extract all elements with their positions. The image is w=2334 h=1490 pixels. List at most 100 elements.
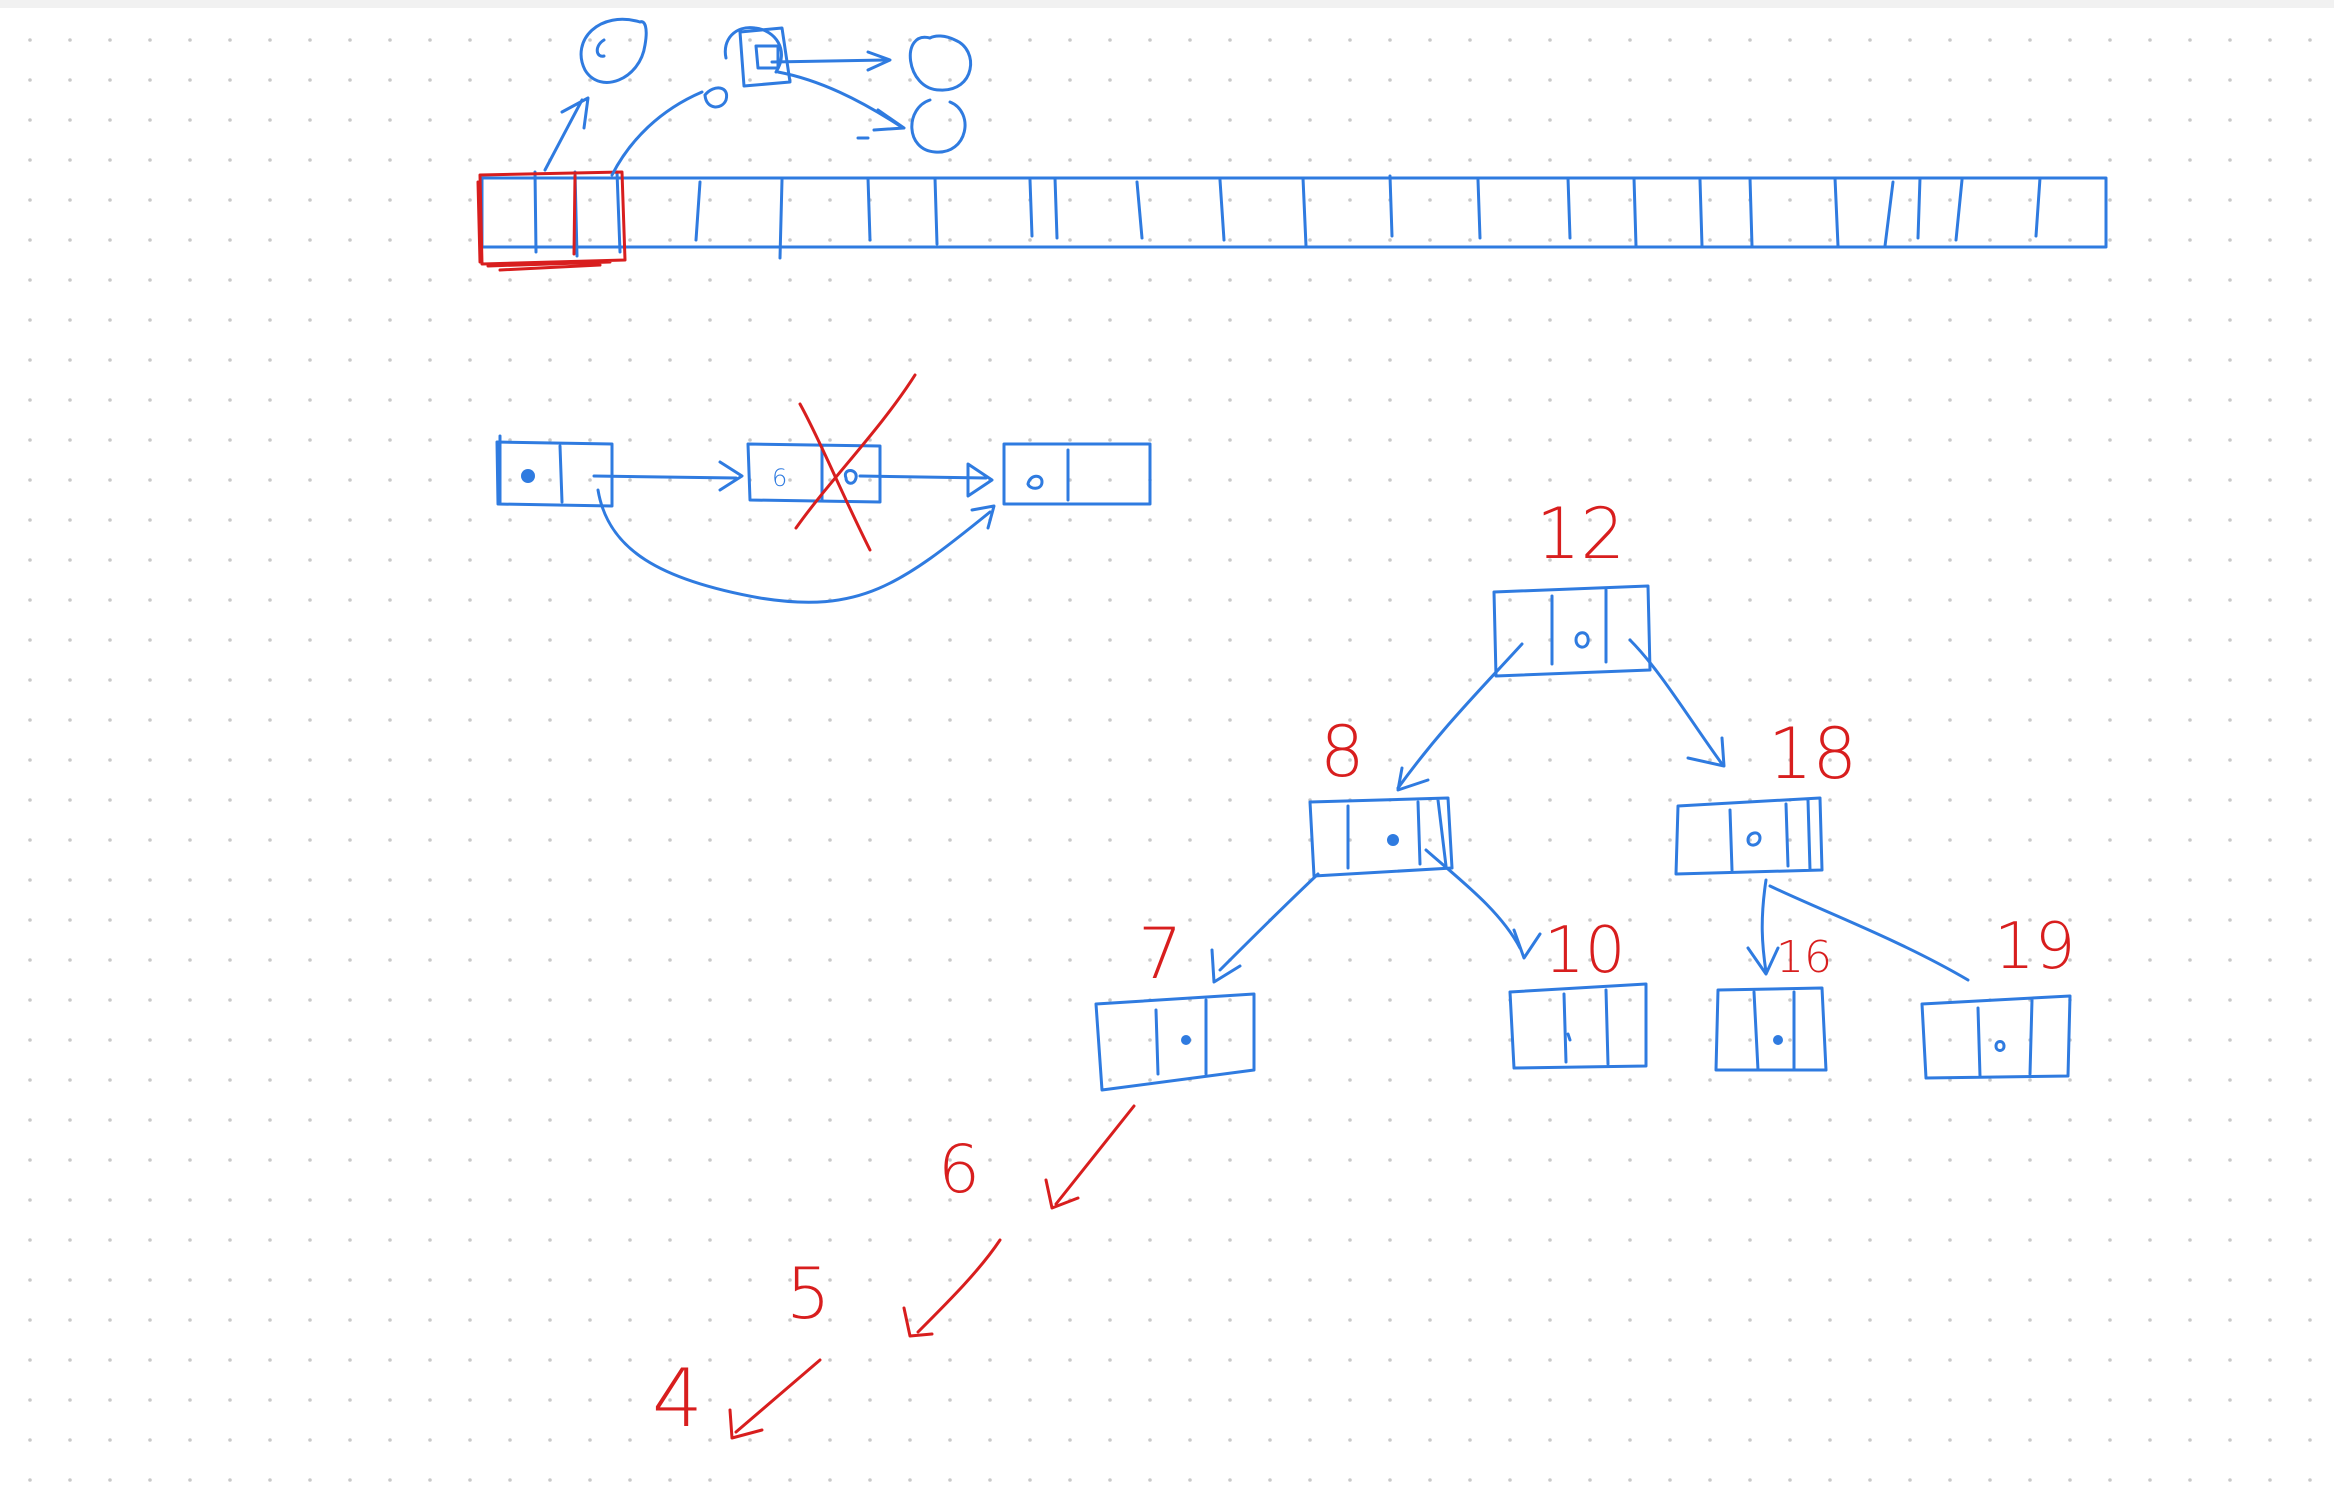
grid-dot <box>2108 1238 2112 1242</box>
grid-dot <box>2228 998 2232 1002</box>
grid-dot <box>1188 838 1192 842</box>
grid-dot <box>1148 278 1152 282</box>
chain-arrow-down <box>776 70 902 128</box>
grid-dot <box>1788 958 1792 962</box>
grid-dot <box>108 1038 112 1042</box>
grid-dot <box>348 558 352 562</box>
grid-dot <box>1948 878 1952 882</box>
grid-dot <box>2268 398 2272 402</box>
grid-dot <box>228 1438 232 1442</box>
grid-dot <box>388 718 392 722</box>
grid-dot <box>588 878 592 882</box>
grid-dot <box>28 478 32 482</box>
grid-dot <box>1868 358 1872 362</box>
grid-dot <box>1588 1358 1592 1362</box>
grid-dot <box>148 1158 152 1162</box>
grid-dot <box>2188 198 2192 202</box>
grid-dot <box>108 1238 112 1242</box>
grid-dot <box>2308 78 2312 82</box>
grid-dot <box>628 1078 632 1082</box>
grid-dot <box>1548 1198 1552 1202</box>
chain-node-right <box>908 34 972 92</box>
grid-dot <box>188 558 192 562</box>
grid-dot <box>748 998 752 1002</box>
grid-dot <box>508 398 512 402</box>
chain-square-node <box>723 26 792 88</box>
grid-dot <box>468 1238 472 1242</box>
grid-dot <box>2148 398 2152 402</box>
grid-dot <box>508 1318 512 1322</box>
grid-dot <box>2148 918 2152 922</box>
grid-dot <box>1388 358 1392 362</box>
grid-dot <box>1508 1318 1512 1322</box>
grid-dot <box>468 758 472 762</box>
grid-dot <box>668 718 672 722</box>
grid-dot <box>748 958 752 962</box>
grid-dot <box>748 518 752 522</box>
grid-dot <box>2108 838 2112 842</box>
grid-dot <box>308 1118 312 1122</box>
grid-dot <box>188 518 192 522</box>
grid-dot <box>2188 558 2192 562</box>
grid-dot <box>2108 878 2112 882</box>
grid-dot <box>468 1118 472 1122</box>
grid-dot <box>1148 878 1152 882</box>
grid-dot <box>1468 158 1472 162</box>
grid-dot <box>1868 1118 1872 1122</box>
grid-dot <box>868 838 872 842</box>
array-dividers <box>533 170 2042 260</box>
grid-dot <box>1548 78 1552 82</box>
grid-dot <box>1828 798 1832 802</box>
grid-dot <box>2268 358 2272 362</box>
grid-dot <box>188 398 192 402</box>
grid-dot <box>468 78 472 82</box>
grid-dot <box>188 1118 192 1122</box>
grid-dot <box>2108 398 2112 402</box>
grid-dot <box>1588 558 1592 562</box>
grid-dot <box>2068 318 2072 322</box>
grid-dot <box>1908 918 1912 922</box>
grid-dot <box>1348 1038 1352 1042</box>
grid-dot <box>1588 1318 1592 1322</box>
grid-dot <box>1788 838 1792 842</box>
grid-dot <box>1388 238 1392 242</box>
grid-dot <box>1708 1238 1712 1242</box>
grid-dot <box>1828 1278 1832 1282</box>
grid-dot <box>1068 598 1072 602</box>
grid-dot <box>948 158 952 162</box>
grid-dot <box>268 1078 272 1082</box>
grid-dot <box>1628 998 1632 1002</box>
grid-dot <box>428 1478 432 1482</box>
grid-dot <box>1868 518 1872 522</box>
grid-dot <box>2148 118 2152 122</box>
grid-dot <box>2308 878 2312 882</box>
grid-dot <box>1108 1158 1112 1162</box>
grid-dot <box>108 1118 112 1122</box>
grid-dot <box>348 718 352 722</box>
grid-dot <box>428 1038 432 1042</box>
grid-dot <box>1988 1118 1992 1122</box>
grid-dot <box>428 1238 432 1242</box>
grid-dot <box>1668 1038 1672 1042</box>
grid-dot <box>1028 438 1032 442</box>
grid-dot <box>1628 318 1632 322</box>
grid-dot <box>1788 1238 1792 1242</box>
grid-dot <box>2268 1358 2272 1362</box>
grid-dot <box>1988 118 1992 122</box>
grid-dot <box>388 678 392 682</box>
grid-dot <box>628 318 632 322</box>
grid-dot <box>68 198 72 202</box>
grid-dot <box>948 1478 952 1482</box>
grid-dot <box>108 518 112 522</box>
grid-dot <box>1268 438 1272 442</box>
grid-dot <box>28 1158 32 1162</box>
grid-dot <box>2028 598 2032 602</box>
grid-dot <box>68 278 72 282</box>
grid-dot <box>1588 718 1592 722</box>
grid-dot <box>1108 1478 1112 1482</box>
grid-dot <box>2148 798 2152 802</box>
grid-dot <box>508 518 512 522</box>
grid-dot <box>2188 438 2192 442</box>
grid-dot <box>548 38 552 42</box>
